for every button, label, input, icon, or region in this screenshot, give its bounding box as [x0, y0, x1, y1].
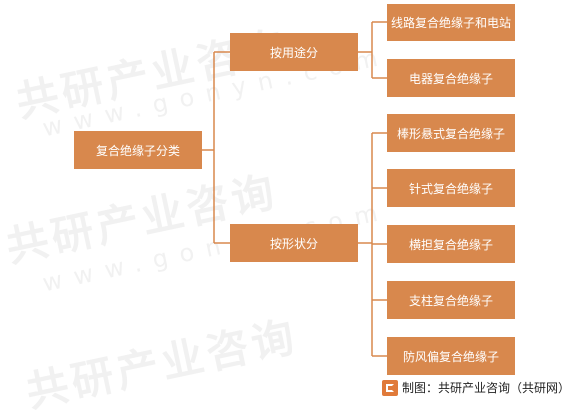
leaf-node: 支柱复合绝缘子 — [387, 281, 515, 319]
source-credit: 制图：共研产业咨询（共研网） — [381, 379, 570, 396]
source-text: 制图：共研产业咨询（共研网） — [401, 381, 570, 395]
leaf-node: 棒形悬式复合绝缘子 — [387, 114, 515, 152]
connector-lines — [202, 21, 387, 357]
gonyn-logo-icon — [381, 379, 398, 396]
branch-node-shape: 按形状分 — [230, 224, 358, 262]
root-node: 复合绝缘子分类 — [74, 131, 202, 169]
leaf-node: 横担复合绝缘子 — [387, 225, 515, 263]
leaf-node: 针式复合绝缘子 — [387, 169, 515, 207]
leaf-node: 电器复合绝缘子 — [387, 59, 515, 97]
leaf-node: 防风偏复合绝缘子 — [387, 337, 515, 375]
branch-node-usage: 按用途分 — [230, 33, 358, 71]
leaf-node: 线路复合绝缘子和电站 — [387, 4, 515, 41]
